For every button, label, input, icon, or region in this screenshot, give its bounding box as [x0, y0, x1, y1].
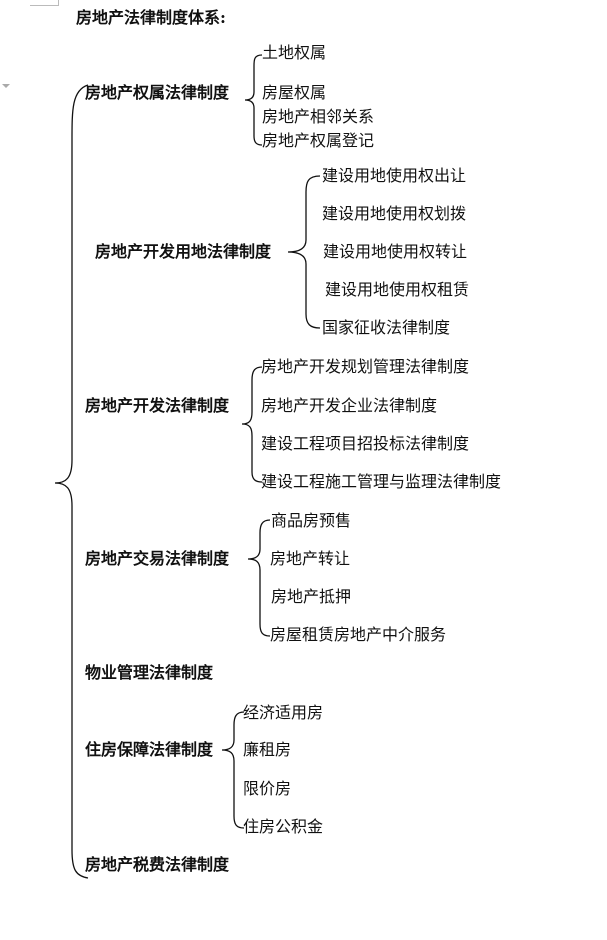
- category-property-management: 物业管理法律制度: [85, 663, 214, 682]
- category-land: 房地产开发用地法律制度: [95, 242, 272, 261]
- item: 土地权属: [262, 43, 327, 62]
- item: 房地产抵押: [271, 587, 352, 606]
- brace-development: [241, 366, 263, 483]
- brace-land: [287, 175, 321, 329]
- main-brace: [54, 84, 89, 879]
- brace-transaction: [247, 519, 271, 637]
- item: 房屋权属: [262, 83, 327, 102]
- page-corner-mark: [30, 0, 59, 6]
- category-housing-security: 住房保障法律制度: [85, 740, 214, 759]
- item: 建设用地使用权划拨: [322, 204, 467, 223]
- category-ownership: 房地产权属法律制度: [85, 83, 230, 102]
- item: 限价房: [243, 779, 292, 798]
- item: 商品房预售: [271, 511, 352, 530]
- item: 房地产相邻关系: [262, 107, 375, 126]
- item: 建设工程项目招投标法律制度: [261, 434, 470, 453]
- item: 经济适用房: [243, 703, 324, 722]
- item: 房地产开发规划管理法律制度: [261, 357, 470, 376]
- category-tax: 房地产税费法律制度: [85, 855, 230, 874]
- item: 房地产开发企业法律制度: [261, 396, 438, 415]
- item: 廉租房: [243, 740, 292, 759]
- item: 房地产转让: [270, 549, 351, 568]
- category-transaction: 房地产交易法律制度: [85, 549, 230, 568]
- item: 建设用地使用权出让: [322, 166, 467, 185]
- item: 房地产权属登记: [262, 131, 375, 150]
- item: 国家征收法律制度: [322, 318, 451, 337]
- item: 建设用地使用权租赁: [325, 280, 470, 299]
- brace-housing: [221, 711, 245, 829]
- category-development: 房地产开发法律制度: [85, 396, 230, 415]
- page-title: 房地产法律制度体系:: [76, 8, 226, 27]
- item: 建设用地使用权转让: [323, 242, 468, 261]
- item: 建设工程施工管理与监理法律制度: [261, 472, 502, 491]
- margin-marker-icon: [2, 84, 10, 88]
- item: 住房公积金: [243, 817, 324, 836]
- item: 房屋租赁房地产中介服务: [270, 625, 447, 644]
- brace-ownership: [244, 54, 263, 146]
